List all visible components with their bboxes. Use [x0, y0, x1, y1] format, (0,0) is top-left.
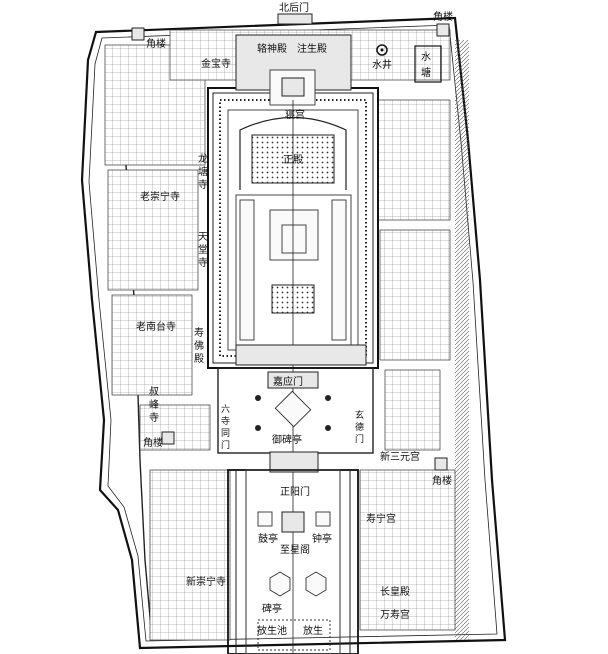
west-corridor — [239, 199, 255, 341]
water-well-core — [380, 48, 384, 52]
stele-pavilion-2 — [305, 571, 327, 597]
corner-tower-ne-label: 角楼 — [433, 10, 453, 23]
sleeping-palace-label: 寝宫 — [285, 108, 305, 121]
shoufo-hall-label-1: 寿 — [194, 326, 204, 339]
fangsheng-pond-label-2: 放生 — [303, 624, 323, 637]
stele-pavilion-1 — [269, 571, 291, 597]
east-block-4 — [359, 469, 456, 631]
zhiguan-hall-label: 至星阁 — [280, 543, 310, 556]
xuande-gate-label-2: 德 — [355, 421, 364, 433]
water-well-label: 水井 — [372, 58, 392, 71]
liusi-gate-label-2: 寺 — [221, 416, 230, 427]
jiaying-gate-label: 嘉应门 — [273, 375, 303, 388]
east-block-2 — [379, 229, 451, 361]
tiantang-temple-label-1: 天 — [198, 232, 208, 243]
liusi-gate-label-1: 六 — [221, 403, 230, 415]
west-block-3 — [111, 294, 193, 396]
zhusheng-hall-label: 注生殿 — [297, 42, 327, 55]
corner-tower-ne — [436, 23, 450, 37]
shoufo-hall-label-2: 佛 — [194, 339, 204, 352]
east-corridor — [331, 199, 347, 341]
west-block-2 — [107, 169, 199, 291]
side-pavilion-4 — [325, 425, 331, 431]
tiantang-temple-label-3: 寺 — [198, 257, 208, 269]
corner-tower-nw-label: 角楼 — [146, 37, 166, 50]
east-road — [455, 40, 469, 640]
bell-pavilion-label: 钟亭 — [312, 532, 332, 545]
water-pond-label-2: 塘 — [421, 66, 431, 79]
drum-pavilion-building — [257, 511, 273, 527]
corner-tower-e-label: 角楼 — [432, 474, 452, 487]
stele-pavilion-label: 碑亭 — [262, 602, 282, 615]
liusi-gate-label-3: 同 — [221, 428, 230, 439]
xinsanyuan-palace-label: 新三元宫 — [380, 450, 420, 463]
fangsheng-pond-label: 放生池 — [257, 624, 287, 637]
longtan-temple-label-1: 龙 — [198, 152, 208, 165]
jinbao-temple-label: 金宝寺 — [201, 57, 231, 70]
xuande-gate-label-1: 玄 — [355, 409, 364, 421]
liusi-gate-label-4: 门 — [221, 439, 230, 451]
east-block-3 — [384, 369, 441, 451]
wanshou-palace-label: 万寿宫 — [380, 608, 410, 621]
shuangfeng-temple-label-1: 叔 — [149, 386, 159, 398]
shouning-palace-label: 寿宁宫 — [366, 512, 396, 525]
laoshu-temple-label: 老崇宁寺 — [140, 190, 180, 203]
side-pavilion-3 — [255, 425, 261, 431]
shoufo-hall-label-3: 殿 — [194, 353, 204, 365]
north-hall-core — [281, 77, 305, 97]
water-well-icon — [376, 44, 388, 56]
zhengyang-gate-building — [269, 451, 319, 473]
changhuang-hall-label: 长皇殿 — [380, 585, 410, 598]
longtan-temple-label-2: 塘 — [198, 165, 208, 178]
fuzhen-hall-label: 辂神殿 — [257, 42, 287, 55]
north-gate-building — [277, 13, 313, 25]
north-gate-label: 北后门 — [279, 1, 309, 14]
jiaying-gate-band — [235, 344, 367, 366]
water-pond-box — [414, 45, 442, 83]
fangsheng-pond-area — [257, 619, 331, 651]
jiaying-gate-building — [267, 371, 319, 389]
water-pond-label-1: 水 — [421, 51, 431, 63]
corner-tower-e — [434, 457, 448, 471]
side-pavilion-1 — [255, 395, 261, 401]
zhengyang-gate-label: 正阳门 — [280, 485, 310, 498]
longtan-temple-label-3: 寺 — [198, 179, 208, 191]
corner-tower-w — [161, 431, 175, 445]
side-pavilion-2 — [325, 395, 331, 401]
corner-tower-nw — [131, 27, 145, 41]
corner-tower-w-label: 角楼 — [143, 436, 163, 449]
xuande-gate-label-3: 门 — [355, 433, 364, 445]
shuangfeng-temple-label-3: 寺 — [149, 412, 159, 424]
bell-pavilion-building — [315, 511, 331, 527]
south-axis-inner — [245, 469, 341, 654]
main-hall-label: 正殿 — [283, 154, 303, 166]
west-block-4 — [139, 404, 211, 451]
laonan-platform-label: 老南台寺 — [136, 320, 176, 333]
west-block-5 — [149, 469, 231, 641]
central-hall-2 — [281, 224, 307, 254]
xinchongning-temple-label: 新崇宁寺 — [186, 575, 226, 588]
outer-wall — [80, 16, 507, 650]
east-block-1 — [374, 99, 451, 221]
tiantang-temple-label-2: 堂 — [198, 244, 208, 256]
zhiguan-hall-building — [281, 511, 305, 533]
drum-pavilion-label: 鼓亭 — [258, 532, 278, 545]
yubei-pavilion-building — [274, 390, 312, 428]
yubei-pavilion-label: 御碑亭 — [272, 433, 302, 446]
shuangfeng-temple-label-2: 峰 — [149, 399, 159, 411]
